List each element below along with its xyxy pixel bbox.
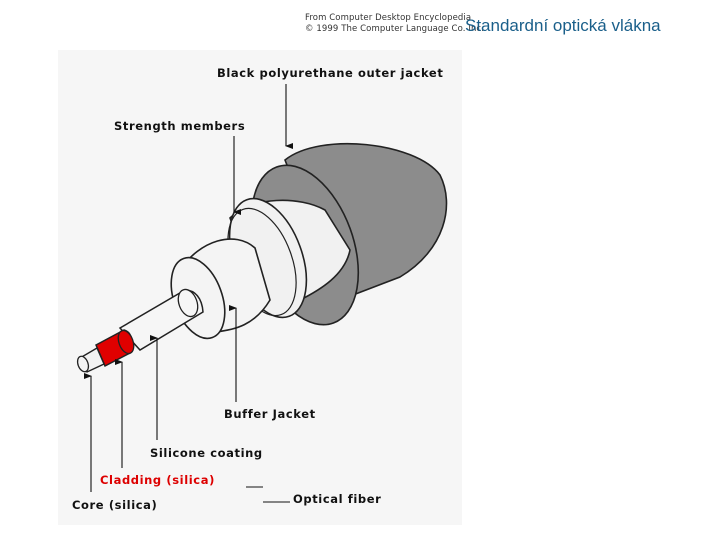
pointer-lines xyxy=(84,84,293,503)
slide-title: Standardní optická vlákna xyxy=(465,16,661,35)
buffer-jacket xyxy=(170,238,271,340)
core xyxy=(76,346,105,373)
label-silicone-coating: Silicone coating xyxy=(150,446,263,460)
label-buffer-jacket: Buffer Jacket xyxy=(224,407,316,421)
label-strength-members: Strength members xyxy=(114,119,245,133)
credit-line-1: From Computer Desktop Encyclopedia xyxy=(305,13,472,23)
label-outer-jacket: Black polyurethane outer jacket xyxy=(217,66,443,80)
label-cladding: Cladding (silica) xyxy=(100,473,215,487)
credit-line-2: © 1999 The Computer Language Co. Inc. xyxy=(305,24,485,34)
cladding xyxy=(95,329,135,368)
label-core: Core (silica) xyxy=(72,498,157,512)
copyright-credit: From Computer Desktop Encyclopedia © 199… xyxy=(305,13,484,35)
label-optical-fiber: Optical fiber xyxy=(293,492,381,506)
silicone-coating xyxy=(118,288,204,351)
